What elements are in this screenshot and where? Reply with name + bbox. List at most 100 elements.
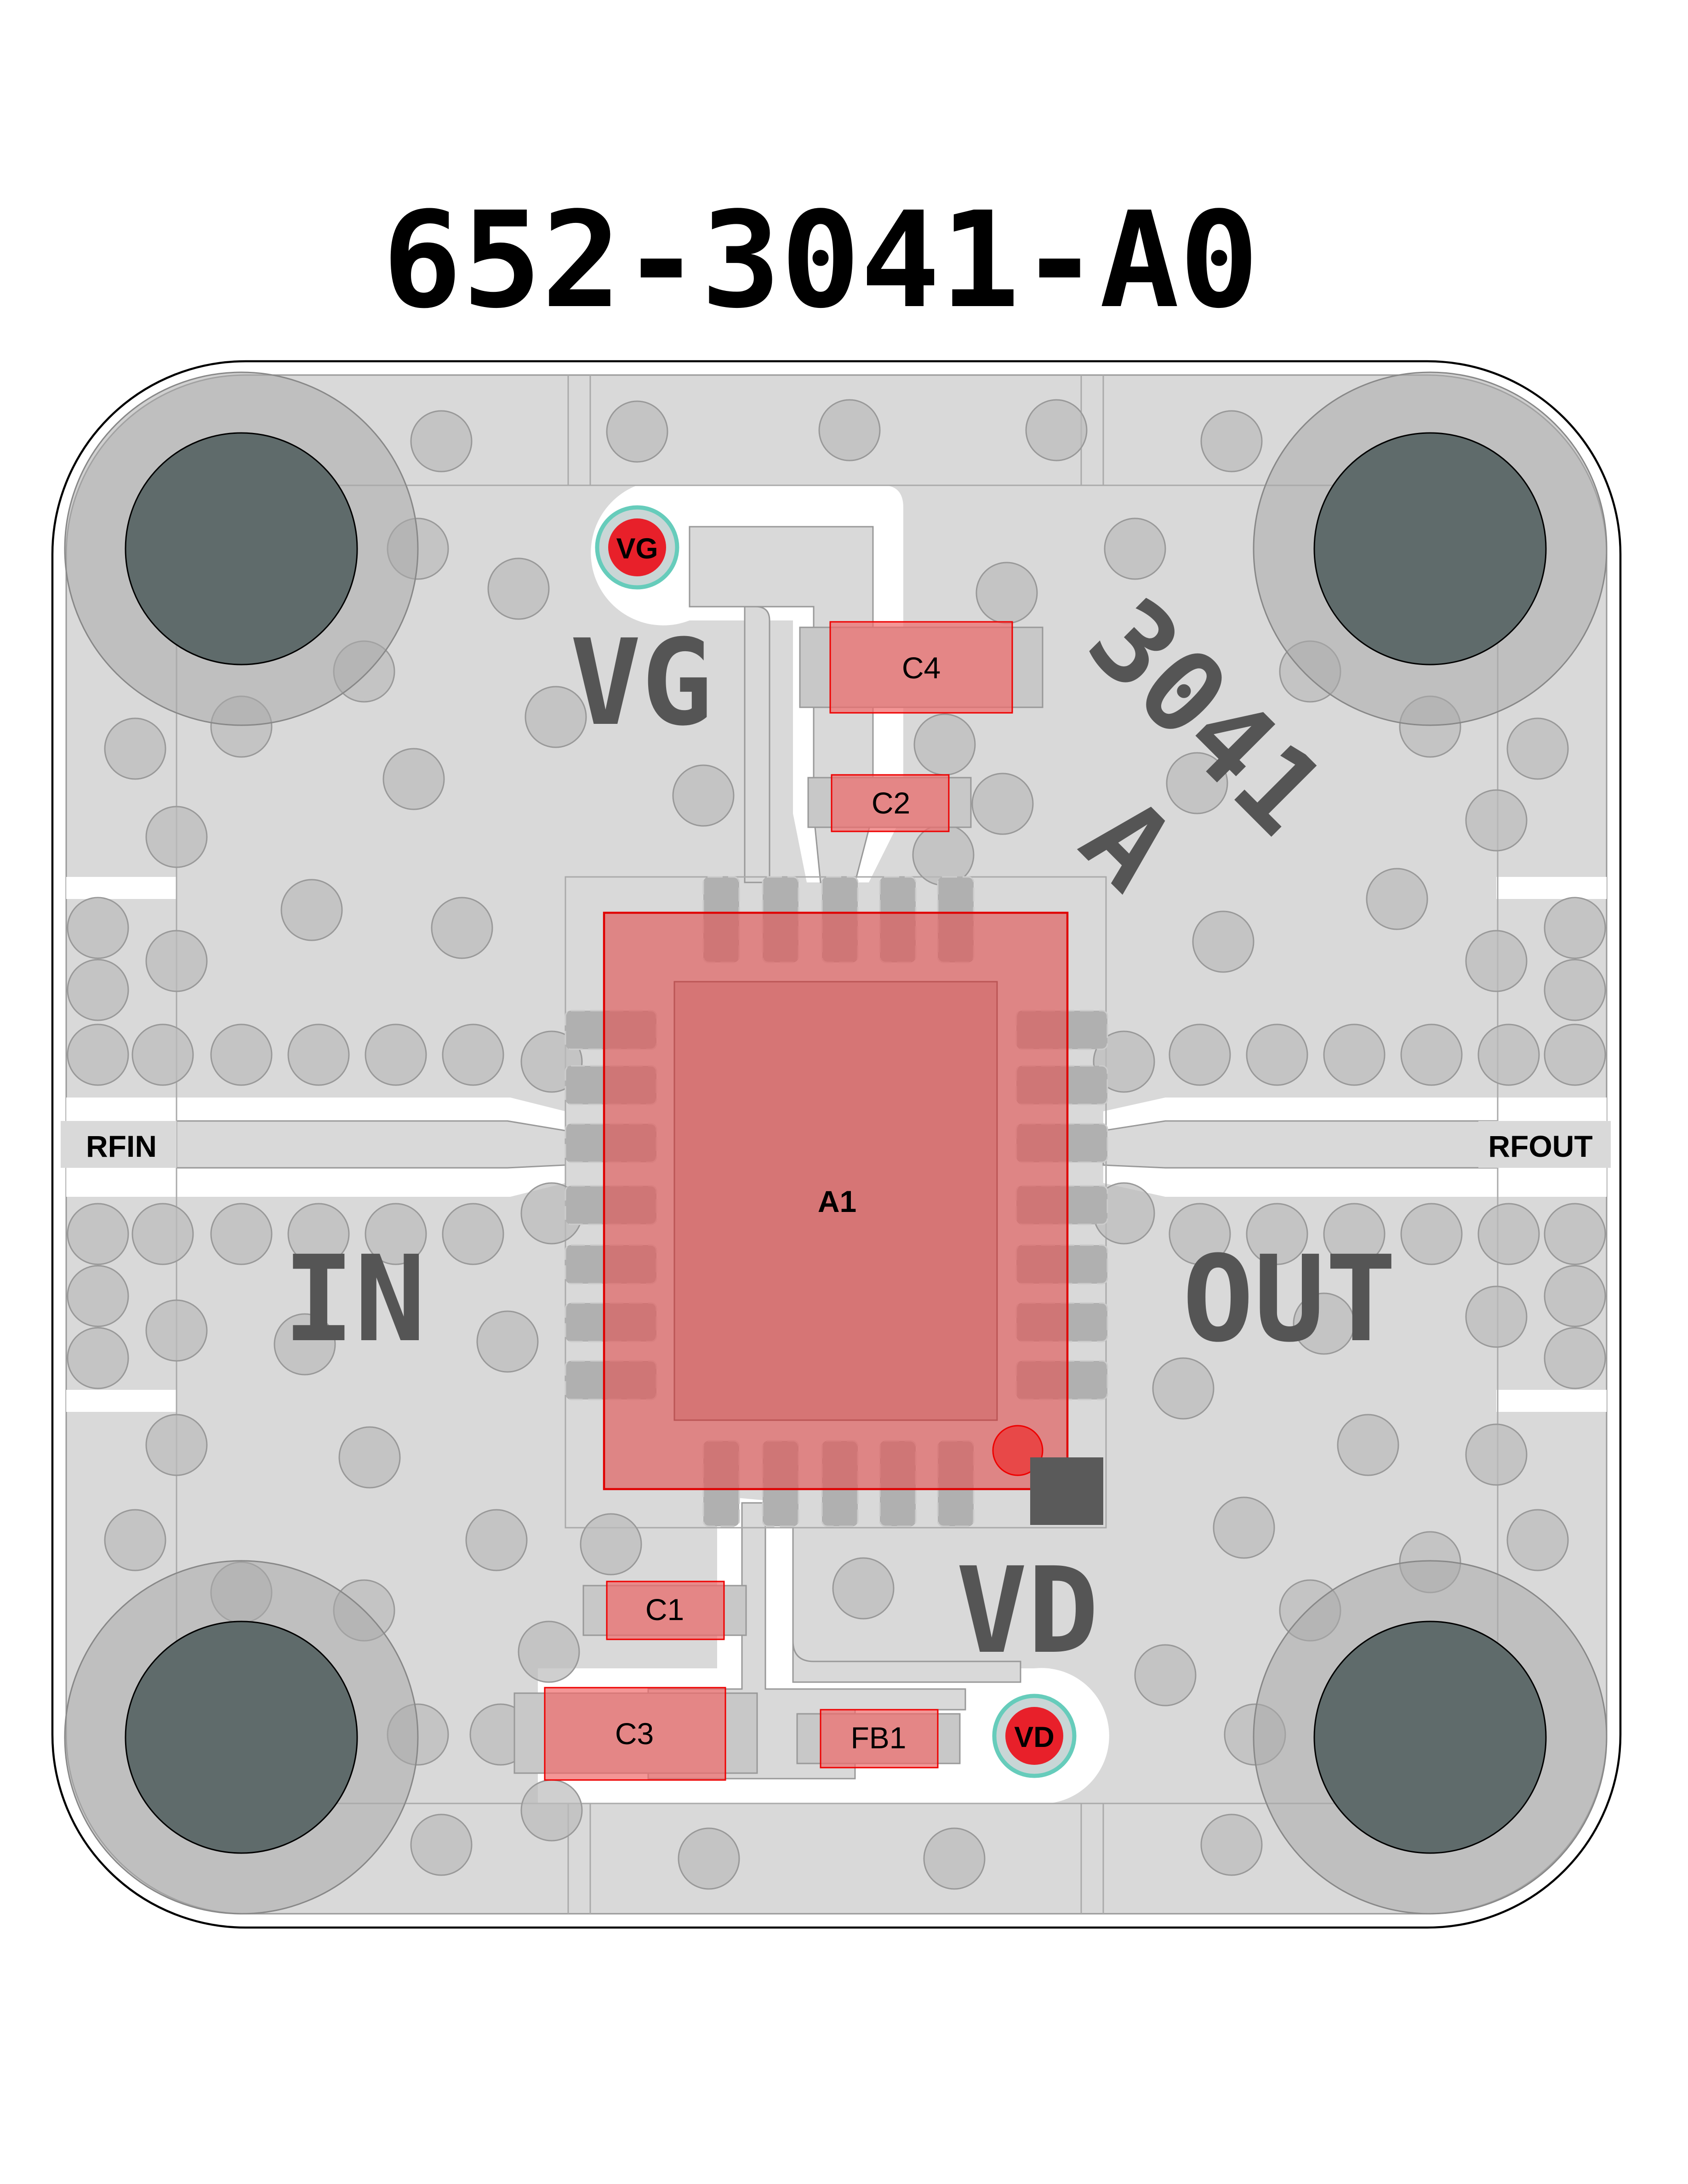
mount-hole: [1313, 1621, 1547, 1854]
board-title: 652-3041-A0: [382, 183, 1259, 337]
via: [1166, 752, 1228, 814]
via: [1477, 1203, 1540, 1265]
rfout-port[interactable]: RFOUT: [1478, 1121, 1611, 1168]
component-fb1[interactable]: FB1: [796, 1709, 961, 1769]
via: [1465, 930, 1528, 992]
via: [1093, 1030, 1155, 1093]
via: [606, 400, 668, 463]
component-c1[interactable]: C1: [582, 1581, 747, 1640]
silk-vd: VD: [956, 1542, 1099, 1680]
via: [287, 1203, 350, 1265]
rfout-label: RFOUT: [1488, 1129, 1592, 1163]
via: [210, 1203, 273, 1265]
via: [145, 930, 208, 992]
mount-hole: [125, 432, 358, 665]
component-c3[interactable]: C3: [513, 1687, 758, 1781]
via: [1477, 1024, 1540, 1086]
via: [287, 1024, 350, 1086]
via: [913, 713, 976, 776]
via: [1544, 959, 1606, 1021]
via: [1544, 897, 1606, 959]
via: [1192, 910, 1255, 973]
via: [410, 1814, 473, 1876]
fb1-label: FB1: [850, 1721, 906, 1755]
vd-test-pad[interactable]: VD: [992, 1694, 1077, 1778]
silk-out: OUT: [1182, 1230, 1397, 1368]
c1-label: C1: [645, 1592, 684, 1627]
via: [487, 557, 550, 620]
via: [280, 879, 343, 941]
pin1-square: [1030, 1457, 1103, 1525]
silk-vg: VG: [570, 614, 713, 752]
via: [67, 959, 129, 1021]
component-c4[interactable]: C4: [799, 621, 1044, 714]
via: [145, 806, 208, 868]
via: [67, 1327, 129, 1389]
via: [1169, 1203, 1231, 1265]
via: [104, 717, 166, 780]
via: [1152, 1357, 1215, 1420]
via: [431, 897, 493, 959]
via: [365, 1203, 427, 1265]
via: [520, 1779, 583, 1842]
via: [1104, 518, 1166, 580]
vg-pad-label: VG: [616, 533, 658, 565]
via: [1544, 1024, 1606, 1086]
via: [923, 1827, 986, 1890]
via: [1293, 1292, 1355, 1355]
via: [1465, 789, 1528, 852]
silk-in: IN: [283, 1230, 426, 1368]
via: [338, 1426, 401, 1489]
via: [1366, 868, 1428, 930]
component-a1[interactable]: A1: [603, 911, 1103, 1525]
via: [274, 1313, 336, 1376]
via: [1246, 1203, 1308, 1265]
via: [382, 748, 445, 810]
via: [1134, 1644, 1197, 1706]
rfin-port[interactable]: RFIN: [61, 1121, 177, 1168]
via: [67, 1203, 129, 1265]
via: [1323, 1203, 1386, 1265]
vg-test-pad[interactable]: VG: [595, 505, 679, 590]
vd-pad-label: VD: [1014, 1721, 1055, 1753]
c2-label: C2: [872, 786, 910, 820]
rfin-label: RFIN: [86, 1129, 157, 1163]
via: [912, 824, 975, 886]
via: [1200, 410, 1263, 472]
via: [67, 897, 129, 959]
via: [971, 773, 1034, 835]
via: [1200, 1814, 1263, 1876]
a1-paddle: [673, 981, 998, 1421]
via: [832, 1557, 895, 1620]
via: [975, 562, 1038, 624]
via: [365, 1024, 427, 1086]
via: [1465, 1423, 1528, 1486]
via: [1544, 1327, 1606, 1389]
c4-label: C4: [902, 651, 941, 685]
component-c2[interactable]: C2: [807, 774, 972, 832]
via: [145, 1414, 208, 1476]
via: [1213, 1496, 1275, 1559]
via: [1506, 1509, 1569, 1571]
via: [678, 1827, 740, 1890]
via: [525, 686, 587, 748]
via: [131, 1203, 194, 1265]
mount-hole: [1313, 432, 1547, 665]
via: [67, 1265, 129, 1327]
via: [1400, 1024, 1463, 1086]
c3-label: C3: [615, 1717, 654, 1751]
via: [410, 410, 473, 472]
via: [1337, 1414, 1399, 1476]
mounting-holes: [64, 371, 1608, 1915]
via: [518, 1621, 580, 1683]
via: [1506, 717, 1569, 780]
via: [104, 1509, 166, 1571]
a1-body[interactable]: [603, 911, 1069, 1490]
via: [131, 1024, 194, 1086]
via: [1323, 1024, 1386, 1086]
via: [465, 1509, 528, 1571]
via: [818, 399, 881, 461]
via: [1465, 1285, 1528, 1348]
